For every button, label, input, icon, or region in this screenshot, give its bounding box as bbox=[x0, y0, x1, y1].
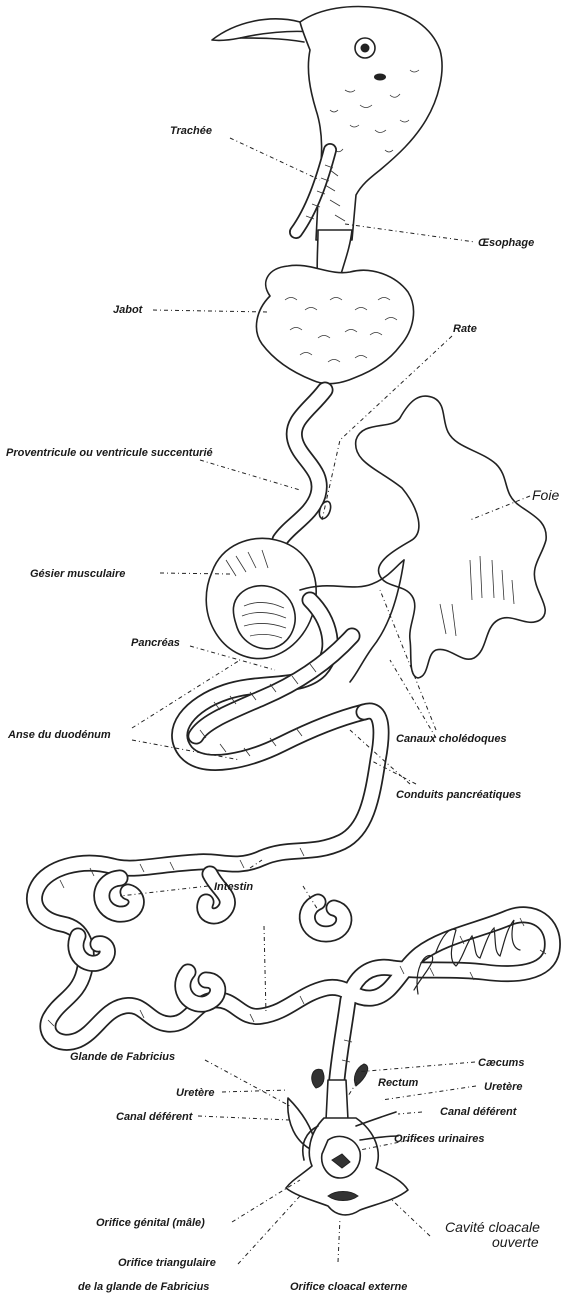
label-canal-deferent-right: Canal déférent bbox=[440, 1106, 518, 1118]
label-glande-fabricius: Glande de Fabricius bbox=[70, 1051, 175, 1063]
caecum-left bbox=[312, 1069, 324, 1088]
label-anse-duodenum: Anse du duodénum bbox=[7, 729, 111, 741]
bird-head bbox=[212, 7, 442, 240]
label-intestin: Intestin bbox=[214, 881, 253, 893]
label-cavite-cloacale-1: Cavité cloacale bbox=[445, 1219, 540, 1235]
label-caecums: Cæcums bbox=[478, 1057, 524, 1069]
label-orifice-triangulaire-2: de la glande de Fabricius bbox=[78, 1281, 209, 1293]
label-canal-deferent-left: Canal déférent bbox=[116, 1111, 194, 1123]
label-trachee: Trachée bbox=[170, 125, 212, 137]
label-foie: Foie bbox=[532, 487, 559, 503]
label-orifice-genital: Orifice génital (mâle) bbox=[96, 1217, 205, 1229]
label-gesier: Gésier musculaire bbox=[30, 568, 125, 580]
liver bbox=[356, 396, 547, 678]
label-proventricule: Proventricule ou ventricule succenturié bbox=[6, 447, 213, 459]
label-cavite-cloacale-2: ouverte bbox=[492, 1234, 539, 1250]
label-conduits-pancreatiques: Conduits pancréatiques bbox=[396, 789, 521, 801]
gizzard bbox=[206, 538, 316, 658]
crop bbox=[256, 265, 413, 383]
label-rate: Rate bbox=[453, 323, 477, 335]
label-uretere-left: Uretère bbox=[176, 1087, 215, 1099]
label-pancreas: Pancréas bbox=[131, 637, 180, 649]
label-orifice-cloacal-externe: Orifice cloacal externe bbox=[290, 1281, 407, 1293]
label-oesophage: Œsophage bbox=[478, 237, 534, 249]
label-orifices-urinaires: Orifices urinaires bbox=[394, 1133, 485, 1145]
proventriculus bbox=[280, 390, 325, 540]
label-orifice-triangulaire-1: Orifice triangulaire bbox=[118, 1257, 216, 1269]
label-canaux-choledoques: Canaux cholédoques bbox=[396, 733, 507, 745]
label-rectum: Rectum bbox=[378, 1077, 419, 1089]
intestine bbox=[34, 711, 552, 1090]
label-jabot: Jabot bbox=[113, 304, 144, 316]
label-uretere-right: Uretère bbox=[484, 1081, 523, 1093]
